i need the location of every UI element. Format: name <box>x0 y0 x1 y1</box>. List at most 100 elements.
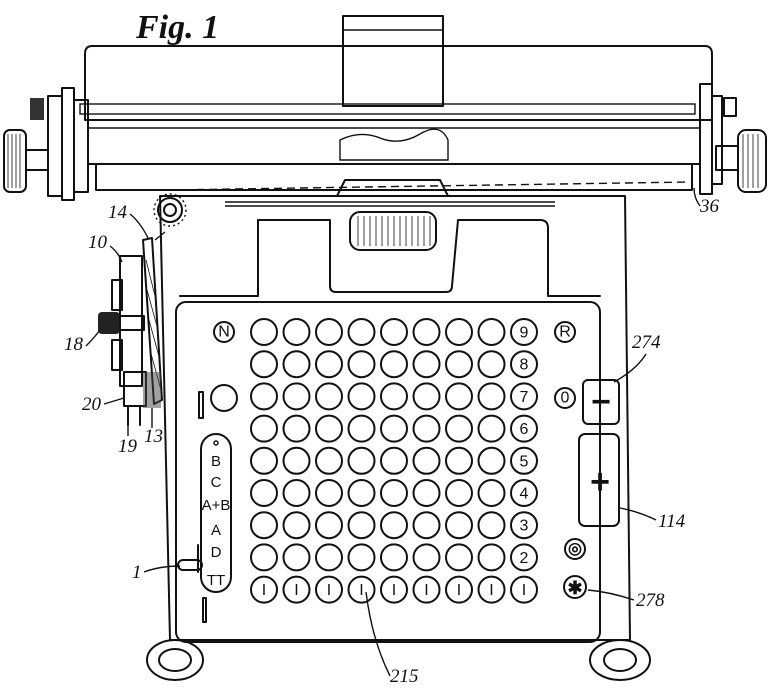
key-digit-5[interactable]: 5 <box>510 446 538 475</box>
key-bottom-8[interactable]: I <box>477 575 506 604</box>
key-r3-c1[interactable] <box>250 382 278 411</box>
ref-10: 10 <box>88 232 108 253</box>
key-r2-c8[interactable] <box>477 350 506 379</box>
key-r7-c6[interactable] <box>412 511 441 540</box>
key-digit-7[interactable]: 7 <box>510 382 538 411</box>
key-r1-c4[interactable] <box>347 318 376 346</box>
key-r8-c3[interactable] <box>315 543 343 572</box>
key-r4-c7[interactable] <box>445 414 473 443</box>
lever-handle[interactable] <box>177 559 203 571</box>
key-r7-c4[interactable] <box>347 511 376 540</box>
selector-lever[interactable]: B C A+B A D TT <box>177 433 232 623</box>
key-r7-c2[interactable] <box>282 511 311 540</box>
key-r1-c6[interactable] <box>412 318 441 346</box>
key-r6-c8[interactable] <box>477 479 506 507</box>
key-r7-c1[interactable] <box>250 511 278 540</box>
key-r4-c1[interactable] <box>250 414 278 443</box>
key-r4-c8[interactable] <box>477 414 506 443</box>
key-r5-c8[interactable] <box>477 446 506 475</box>
key-digit-3[interactable]: 3 <box>510 511 538 540</box>
key-bottom-3[interactable]: I <box>315 575 343 604</box>
key-bottom-5[interactable]: I <box>380 575 408 604</box>
key-r8-c7[interactable] <box>445 543 473 572</box>
key-r2-c6[interactable] <box>412 350 441 379</box>
key-bottom-2[interactable]: I <box>282 575 311 604</box>
key-r6-c7[interactable] <box>445 479 473 507</box>
key-digit-2[interactable]: 2 <box>510 543 538 572</box>
key-r5-c2[interactable] <box>282 446 311 475</box>
key-r3-c6[interactable] <box>412 382 441 411</box>
plus-bar[interactable]: + <box>578 433 620 527</box>
key-r6-c2[interactable] <box>282 479 311 507</box>
key-r1-c8[interactable] <box>477 318 506 346</box>
key-digit-9[interactable]: 9 <box>510 318 538 346</box>
key-label: 4 <box>520 486 529 503</box>
key-r8-c6[interactable] <box>412 543 441 572</box>
key-r8-c5[interactable] <box>380 543 408 572</box>
key-r6-c5[interactable] <box>380 479 408 507</box>
key-r4-c6[interactable] <box>412 414 441 443</box>
key-r5-c7[interactable] <box>445 446 473 475</box>
key-r5-c3[interactable] <box>315 446 343 475</box>
key-r1-c7[interactable] <box>445 318 473 346</box>
key-r2-c1[interactable] <box>250 350 278 379</box>
key-r1-c1[interactable] <box>250 318 278 346</box>
key-r3-c8[interactable] <box>477 382 506 411</box>
key-r7-c8[interactable] <box>477 511 506 540</box>
key-digit-6[interactable]: 6 <box>510 414 538 443</box>
setting-c: C <box>211 474 222 491</box>
key-r6-c3[interactable] <box>315 479 343 507</box>
key-r4-c2[interactable] <box>282 414 311 443</box>
key-r2-c4[interactable] <box>347 350 376 379</box>
key-r7-c7[interactable] <box>445 511 473 540</box>
key-r4-c5[interactable] <box>380 414 408 443</box>
key-r8-c4[interactable] <box>347 543 376 572</box>
key-r2-c3[interactable] <box>315 350 343 379</box>
key-r1-c2[interactable] <box>282 318 311 346</box>
blank-key[interactable] <box>210 384 238 412</box>
key-r5-c4[interactable] <box>347 446 376 475</box>
key-r7-c3[interactable] <box>315 511 343 540</box>
key-r3-c2[interactable] <box>282 382 311 411</box>
key-r6-c6[interactable] <box>412 479 441 507</box>
key-label: I <box>522 582 526 599</box>
key-r5-c5[interactable] <box>380 446 408 475</box>
key-r3-c4[interactable] <box>347 382 376 411</box>
key-label: I <box>392 582 396 599</box>
key-r1-c3[interactable] <box>315 318 343 346</box>
key-r4-c3[interactable] <box>315 414 343 443</box>
key-bottom-6[interactable]: I <box>412 575 441 604</box>
key-r8-c8[interactable] <box>477 543 506 572</box>
key-r2-c7[interactable] <box>445 350 473 379</box>
key-r7-c5[interactable] <box>380 511 408 540</box>
key-bottom-7[interactable]: I <box>445 575 473 604</box>
key-r2-c5[interactable] <box>380 350 408 379</box>
key-digit-4[interactable]: 4 <box>510 479 538 507</box>
key-zero[interactable]: 0 <box>554 387 576 409</box>
key-r6-c4[interactable] <box>347 479 376 507</box>
key-r5-c1[interactable] <box>250 446 278 475</box>
key-bottom-1[interactable]: I <box>250 575 278 604</box>
key-r4-c4[interactable] <box>347 414 376 443</box>
minus-bar[interactable]: − <box>582 379 620 425</box>
key-r8-c2[interactable] <box>282 543 311 572</box>
key-r6-c1[interactable] <box>250 479 278 507</box>
key-r3-c5[interactable] <box>380 382 408 411</box>
adjusting-knob-18[interactable] <box>98 312 120 334</box>
total-key[interactable]: ✱ <box>563 575 587 599</box>
key-r5-c6[interactable] <box>412 446 441 475</box>
key-n[interactable]: N <box>213 321 235 343</box>
key-r8-c1[interactable] <box>250 543 278 572</box>
repeat-key[interactable]: ◎ <box>564 538 586 560</box>
foot-right <box>589 639 651 681</box>
key-bottom-4[interactable]: I <box>347 575 376 604</box>
key-digit-8[interactable]: 8 <box>510 350 538 379</box>
key-r3-c3[interactable] <box>315 382 343 411</box>
key-bottom-9[interactable]: I <box>510 575 538 604</box>
key-r1-c5[interactable] <box>380 318 408 346</box>
key-r2-c2[interactable] <box>282 350 311 379</box>
key-r[interactable]: R <box>554 321 576 343</box>
key-r3-c7[interactable] <box>445 382 473 411</box>
